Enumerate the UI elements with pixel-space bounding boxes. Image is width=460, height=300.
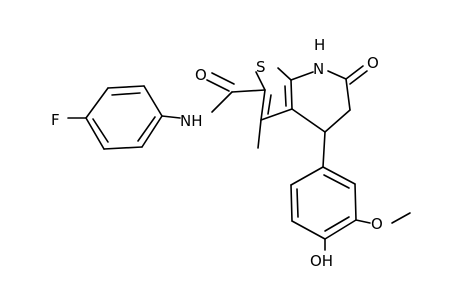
carbonyl-double-bond-b xyxy=(211,72,235,85)
ring-nh-hydrogen-label: H xyxy=(314,36,325,54)
amide-oxygen-label: O xyxy=(195,66,207,84)
thiophene-ring xyxy=(255,67,293,121)
ring-nh-nitrogen-label: N xyxy=(313,60,324,78)
carbonyl-c2-bond xyxy=(231,89,266,93)
methoxy-methyl-bond xyxy=(391,212,411,224)
lactam-carbonyl-a xyxy=(345,65,364,80)
nh-carbonyl-bond xyxy=(211,91,233,113)
carbonyl-double-bond-a xyxy=(206,79,230,92)
methyl-bond xyxy=(257,119,262,149)
amide-nh-label: NH xyxy=(180,112,203,130)
lactam-carbonyl-b xyxy=(349,70,368,85)
lactam-oxygen-label: O xyxy=(367,54,379,72)
ring-nh-bond xyxy=(161,115,181,119)
hydroxyl-label: OH xyxy=(310,252,333,270)
methoxyhydroxyphenyl-ring xyxy=(290,166,357,240)
pyridinone-ring xyxy=(290,70,351,133)
fluorophenyl-ring xyxy=(85,85,163,150)
methoxy-oxygen-label: O xyxy=(371,215,383,233)
fluorine-label: F xyxy=(51,111,60,129)
aryl-link-bond xyxy=(322,131,326,168)
aryl-methoxy-o-bond xyxy=(355,219,371,224)
thiophene-sulfur-label: S xyxy=(256,58,266,76)
